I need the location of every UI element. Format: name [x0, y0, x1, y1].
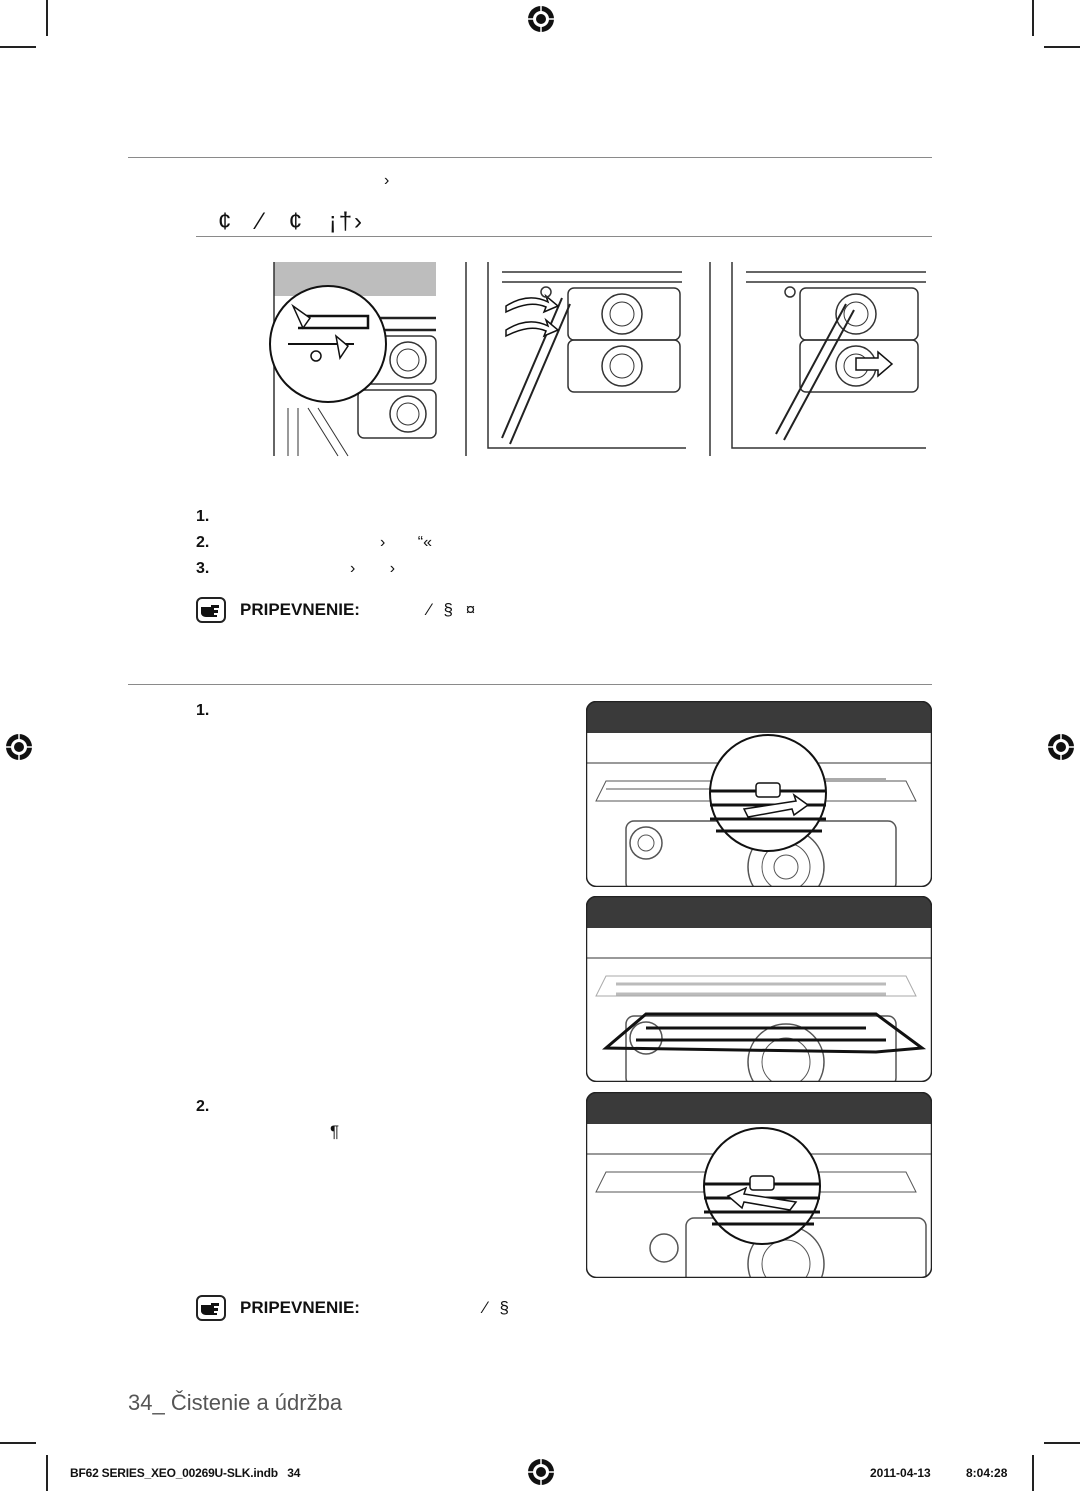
grill-unscrew-illustration [586, 701, 932, 887]
step-number: 1. [196, 508, 210, 525]
note-text: ⁄ § [484, 1298, 510, 1317]
registration-mark-icon [526, 1457, 556, 1487]
page-footer: 34_ Čistenie a údržba [128, 1390, 342, 1416]
step-number: 1. [196, 702, 210, 719]
subtitle-fragment: › [384, 172, 390, 189]
registration-mark-icon [526, 4, 556, 34]
pointing-hand-icon [196, 1295, 226, 1321]
registration-mark-icon [1046, 732, 1076, 762]
step-number: 2. [196, 1098, 210, 1115]
step-text: › “« [380, 534, 432, 551]
print-file-info: BF62 SERIES_XEO_00269U-SLK.indb 34 [70, 1466, 301, 1480]
crop-mark [46, 0, 48, 36]
print-date: 2011-04-13 [870, 1466, 931, 1480]
rack-remove-illustration [709, 262, 926, 456]
step-number: 2. [196, 534, 210, 551]
pointing-hand-icon [196, 597, 226, 623]
page-number: 34_ [128, 1390, 165, 1415]
print-time: 8:04:28 [966, 1466, 1008, 1480]
crop-mark [1044, 46, 1080, 48]
section-rule [128, 684, 932, 685]
grill-lower-illustration [586, 896, 932, 1082]
crop-mark [1032, 0, 1034, 36]
note-text: ⁄ § ¤ [428, 600, 476, 619]
step-text: › › [350, 560, 396, 577]
note-label: PRIPEVNENIE: [240, 1298, 360, 1317]
rack-tilt-illustration [465, 262, 686, 456]
crop-mark [1032, 1455, 1034, 1491]
section-rule [196, 236, 932, 237]
crop-mark [1044, 1442, 1080, 1444]
registration-mark-icon [4, 732, 34, 762]
crop-mark [46, 1455, 48, 1491]
crop-mark [0, 46, 36, 48]
note-label: PRIPEVNENIE: [240, 600, 360, 619]
grill-fasten-illustration [586, 1092, 932, 1278]
step-text: ¶ [330, 1122, 340, 1141]
page-section-title: Čistenie a údržba [170, 1390, 343, 1415]
section-title: ¢ ⁄ ¢ ¡†› [218, 208, 365, 235]
crop-mark [0, 1442, 36, 1444]
rack-release-illustration [269, 262, 437, 457]
step-number: 3. [196, 560, 210, 577]
top-rule [128, 157, 932, 158]
